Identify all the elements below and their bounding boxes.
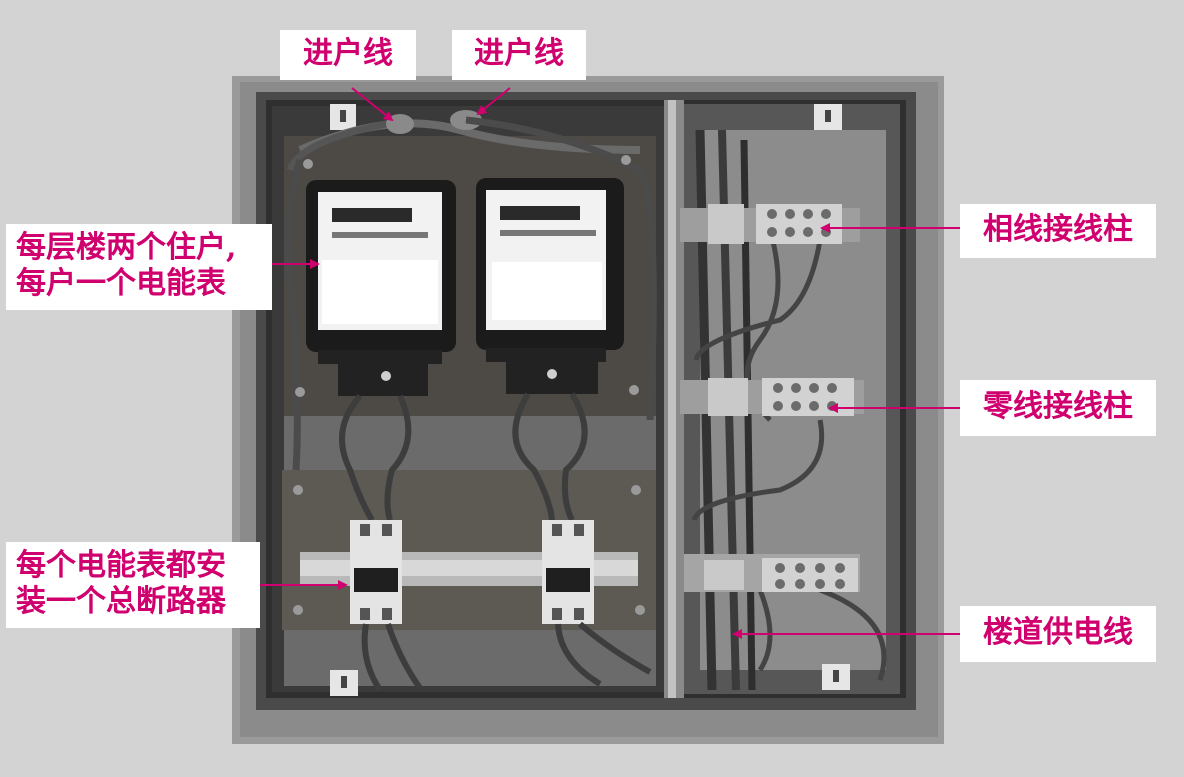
label-meters-line-2: 每户一个电能表 — [16, 266, 226, 301]
label-incoming-line-left-text: 进户线 — [303, 36, 393, 71]
label-meters: 每层楼两个住户, 每户一个电能表 — [6, 224, 272, 310]
label-supply-line: 楼道供电线 — [960, 606, 1156, 662]
label-incoming-line-right-text: 进户线 — [474, 36, 564, 71]
label-breaker-line-1: 每个电能表都安 — [16, 548, 226, 583]
label-incoming-line-left: 进户线 — [280, 30, 416, 80]
label-meters-line-1: 每层楼两个住户, — [16, 230, 237, 265]
label-breaker: 每个电能表都安 装一个总断路器 — [6, 542, 260, 628]
label-breaker-line-2: 装一个总断路器 — [16, 584, 226, 619]
label-neutral-terminal-text: 零线接线柱 — [983, 389, 1133, 424]
label-phase-terminal-text: 相线接线柱 — [983, 212, 1133, 247]
label-supply-line-text: 楼道供电线 — [983, 615, 1133, 650]
label-neutral-terminal: 零线接线柱 — [960, 380, 1156, 436]
label-phase-terminal: 相线接线柱 — [960, 204, 1156, 258]
label-incoming-line-right: 进户线 — [452, 30, 586, 80]
